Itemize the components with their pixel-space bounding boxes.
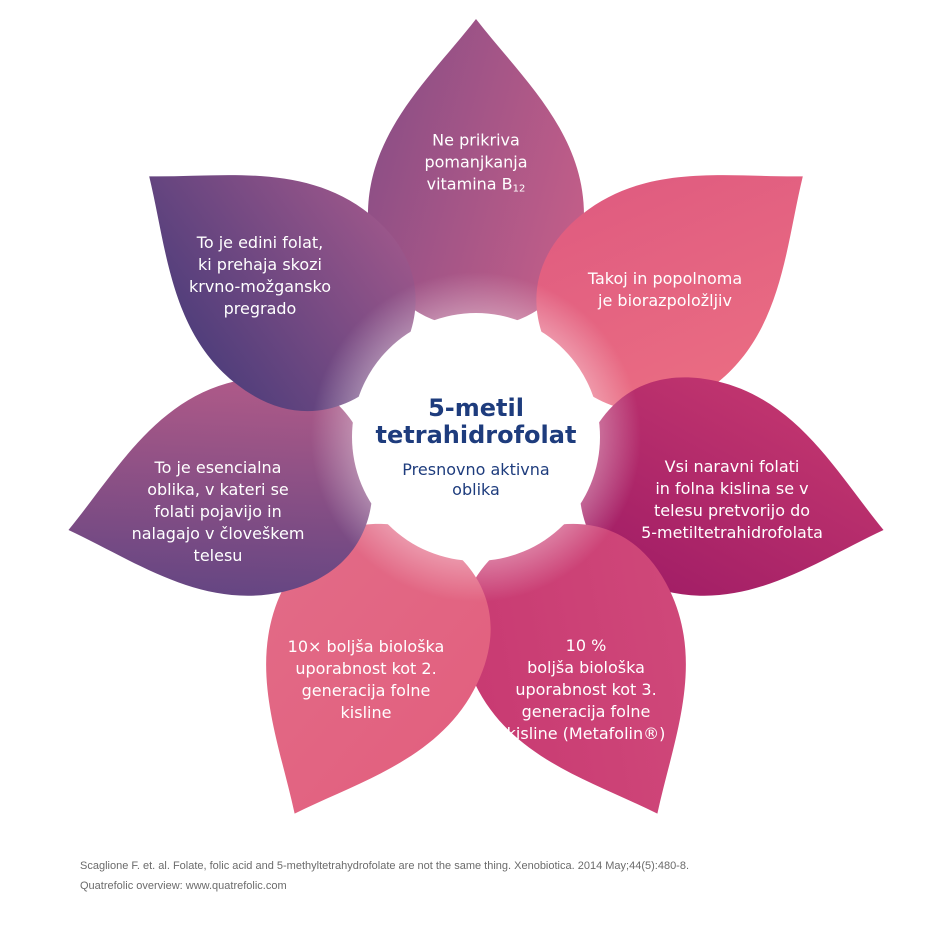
center-title: 5-metil tetrahidrofolat: [376, 395, 577, 449]
petal-text-left: To je esencialna oblika, v kateri se folat…: [132, 457, 305, 567]
petal-text-line: kisline (Metafolin®): [506, 724, 666, 743]
subscript: 12: [512, 183, 526, 195]
petal-text-line: krvno-možgansko: [188, 277, 332, 296]
petal-right: [579, 377, 884, 596]
footer-reference: Scaglione F. et. al. Folate, folic acid …: [80, 860, 690, 872]
title-line: 5-metil: [428, 394, 524, 422]
petal-text-line: nalagajo v človeškem: [131, 524, 305, 543]
petal-text-line: pregrado: [223, 299, 297, 318]
petal-text-line: telesu: [193, 546, 243, 565]
petal-text-line: in folna kislina se v: [655, 479, 809, 498]
petal-text-upper-left: To je edini folat, ki prehaja skozi krvno-…: [189, 232, 331, 320]
petal-text-line: Vsi naravni folati: [664, 457, 800, 476]
footer-overview: Quatrefolic overview: www.quatrefolic.co…: [80, 880, 287, 892]
petal-text-line: kisline: [340, 703, 392, 722]
petal-text-line: folati pojavijo in: [154, 502, 282, 521]
petal-text-line: vitamina B12: [426, 174, 526, 195]
petal-text-lower-left: 10× boljša biološka uporabnost kot 2. gene…: [288, 636, 445, 724]
petal-text-line: Ne prikriva: [432, 130, 520, 150]
petal-text-line: 10× boljša biološka: [287, 637, 445, 656]
title-line: tetrahidrofolat: [375, 421, 577, 449]
petal-left: [68, 377, 373, 596]
petal-text-lower-right: 10 % boljša biološka uporabnost kot 3. gene…: [507, 635, 666, 745]
petal-text-line: je biorazpoložljiv: [598, 291, 732, 310]
petal-text-right: Vsi naravni folati in folna kislina se v t…: [641, 456, 823, 544]
petal-text-line: uporabnost kot 3.: [515, 680, 657, 699]
petal-text-line: generacija folne: [301, 681, 431, 700]
petal-text-line: oblika, v kateri se: [147, 480, 289, 499]
petal-text-line: ki prehaja skozi: [198, 255, 322, 274]
subtitle-line: oblika: [452, 480, 500, 499]
petal-text-line: uporabnost kot 2.: [295, 659, 437, 678]
petal-text-line: 5-metiltetrahidrofolata: [641, 523, 823, 542]
petal-text-line: pomanjkanja: [424, 152, 528, 172]
center-subtitle: Presnovno aktivna oblika: [402, 460, 549, 500]
subtitle-line: Presnovno aktivna: [402, 460, 550, 479]
petal-text-line: telesu pretvorijo do: [653, 501, 811, 520]
center-circle: [352, 313, 600, 561]
petal-text-line: To je edini folat,: [196, 233, 324, 252]
petal-text-line: boljša biološka: [527, 658, 645, 677]
petal-text-line: generacija folne: [521, 702, 651, 721]
petal-top: [368, 19, 584, 329]
petal-text-line: Takoj in popolnoma: [587, 269, 743, 288]
petal-text-line: To je esencialna: [154, 458, 282, 477]
petal-text-upper-right: Takoj in popolnoma je biorazpoložljiv: [588, 268, 742, 312]
petal-text-line: 10 %: [565, 636, 607, 655]
